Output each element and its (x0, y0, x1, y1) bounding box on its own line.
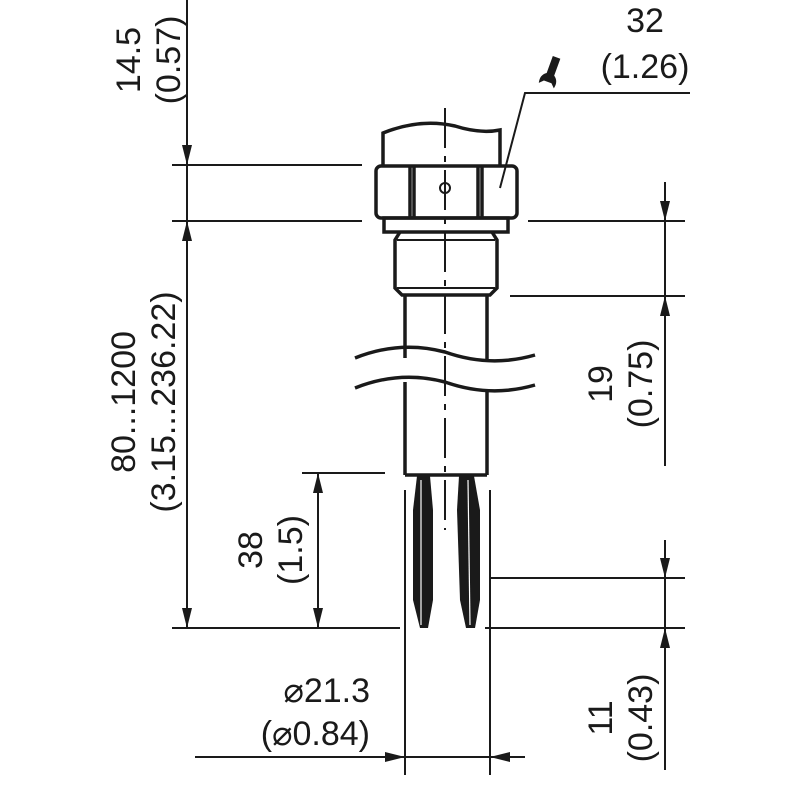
wrench-icon (538, 56, 561, 89)
diameter-mm: ⌀21.3 (283, 672, 370, 710)
length-inch: (3.15...236.22) (145, 291, 183, 512)
thread-length-inch: (0.75) (622, 340, 660, 429)
thread-length-mm: 19 (582, 365, 620, 403)
sensor-body (354, 121, 536, 477)
fork-length-inch: (1.5) (272, 515, 310, 585)
hex-height-mm: 14.5 (110, 27, 148, 93)
wrench-size-inch: (1.26) (601, 48, 690, 86)
fork-tines (413, 476, 480, 628)
tine-tip-inch: (0.43) (622, 674, 660, 763)
hex-height-inch: (0.57) (150, 16, 188, 105)
length-mm: 80...1200 (105, 331, 143, 473)
fork-length-mm: 38 (232, 531, 270, 569)
wrench-size-mm: 32 (626, 2, 664, 40)
wrench-leader-line (499, 92, 690, 189)
dim-lines-left (172, 0, 400, 629)
diameter-inch: (⌀0.84) (261, 715, 370, 753)
dim-lines-right (485, 182, 685, 770)
dim-lines-diameter (195, 490, 525, 775)
tine-tip-mm: 11 (582, 700, 620, 735)
